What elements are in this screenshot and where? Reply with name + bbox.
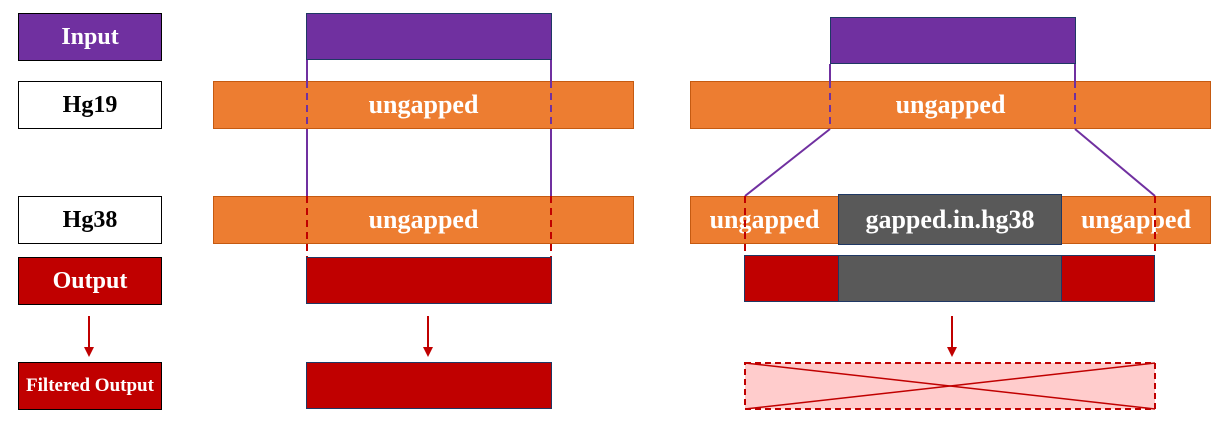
right-filtered-output-rejected-box [744, 362, 1156, 410]
right-output-left-segment [744, 255, 839, 302]
label-hg38-text: Hg38 [62, 206, 118, 233]
label-hg19: Hg19 [18, 81, 162, 129]
right-output-gap-segment [838, 255, 1062, 302]
right-hg38-right-label: ungapped [1081, 205, 1191, 234]
label-hg19-text: Hg19 [62, 91, 118, 118]
right-diagonal-left [744, 128, 831, 197]
label-filtered-output-text: Filtered Output [26, 375, 154, 396]
right-output-right-segment [1061, 255, 1155, 302]
left-hg38-bar: ungapped [213, 196, 634, 244]
label-hg38: Hg38 [18, 196, 162, 244]
right-diagonal-right [1074, 128, 1156, 197]
left-hg19-bar-label: ungapped [368, 90, 479, 119]
label-input: Input [18, 13, 162, 61]
right-hg38-gap-label: gapped.in.hg38 [865, 204, 1035, 234]
right-hg19-bar-label: ungapped [895, 90, 1006, 119]
label-output-text: Output [52, 267, 128, 294]
left-hg19-bar: ungapped [213, 81, 634, 129]
label-filtered-output: Filtered Output [18, 362, 162, 410]
right-filtered-cross-2 [744, 362, 1156, 410]
right-hg38-gap-segment: gapped.in.hg38 [838, 194, 1062, 245]
right-hg38-right-segment: ungapped [1062, 196, 1211, 244]
label-output: Output [18, 257, 162, 305]
left-output-bar [306, 257, 552, 304]
right-hg38-left-segment: ungapped [690, 196, 838, 244]
left-filtered-output-bar [306, 362, 552, 409]
label-input-text: Input [61, 23, 119, 50]
right-hg19-bar: ungapped [690, 81, 1211, 129]
left-hg38-bar-label: ungapped [368, 205, 479, 234]
left-input-bar [306, 13, 552, 60]
right-hg38-left-label: ungapped [709, 205, 820, 234]
right-filtered-cross-1 [744, 362, 1156, 410]
right-input-bar [830, 17, 1076, 64]
